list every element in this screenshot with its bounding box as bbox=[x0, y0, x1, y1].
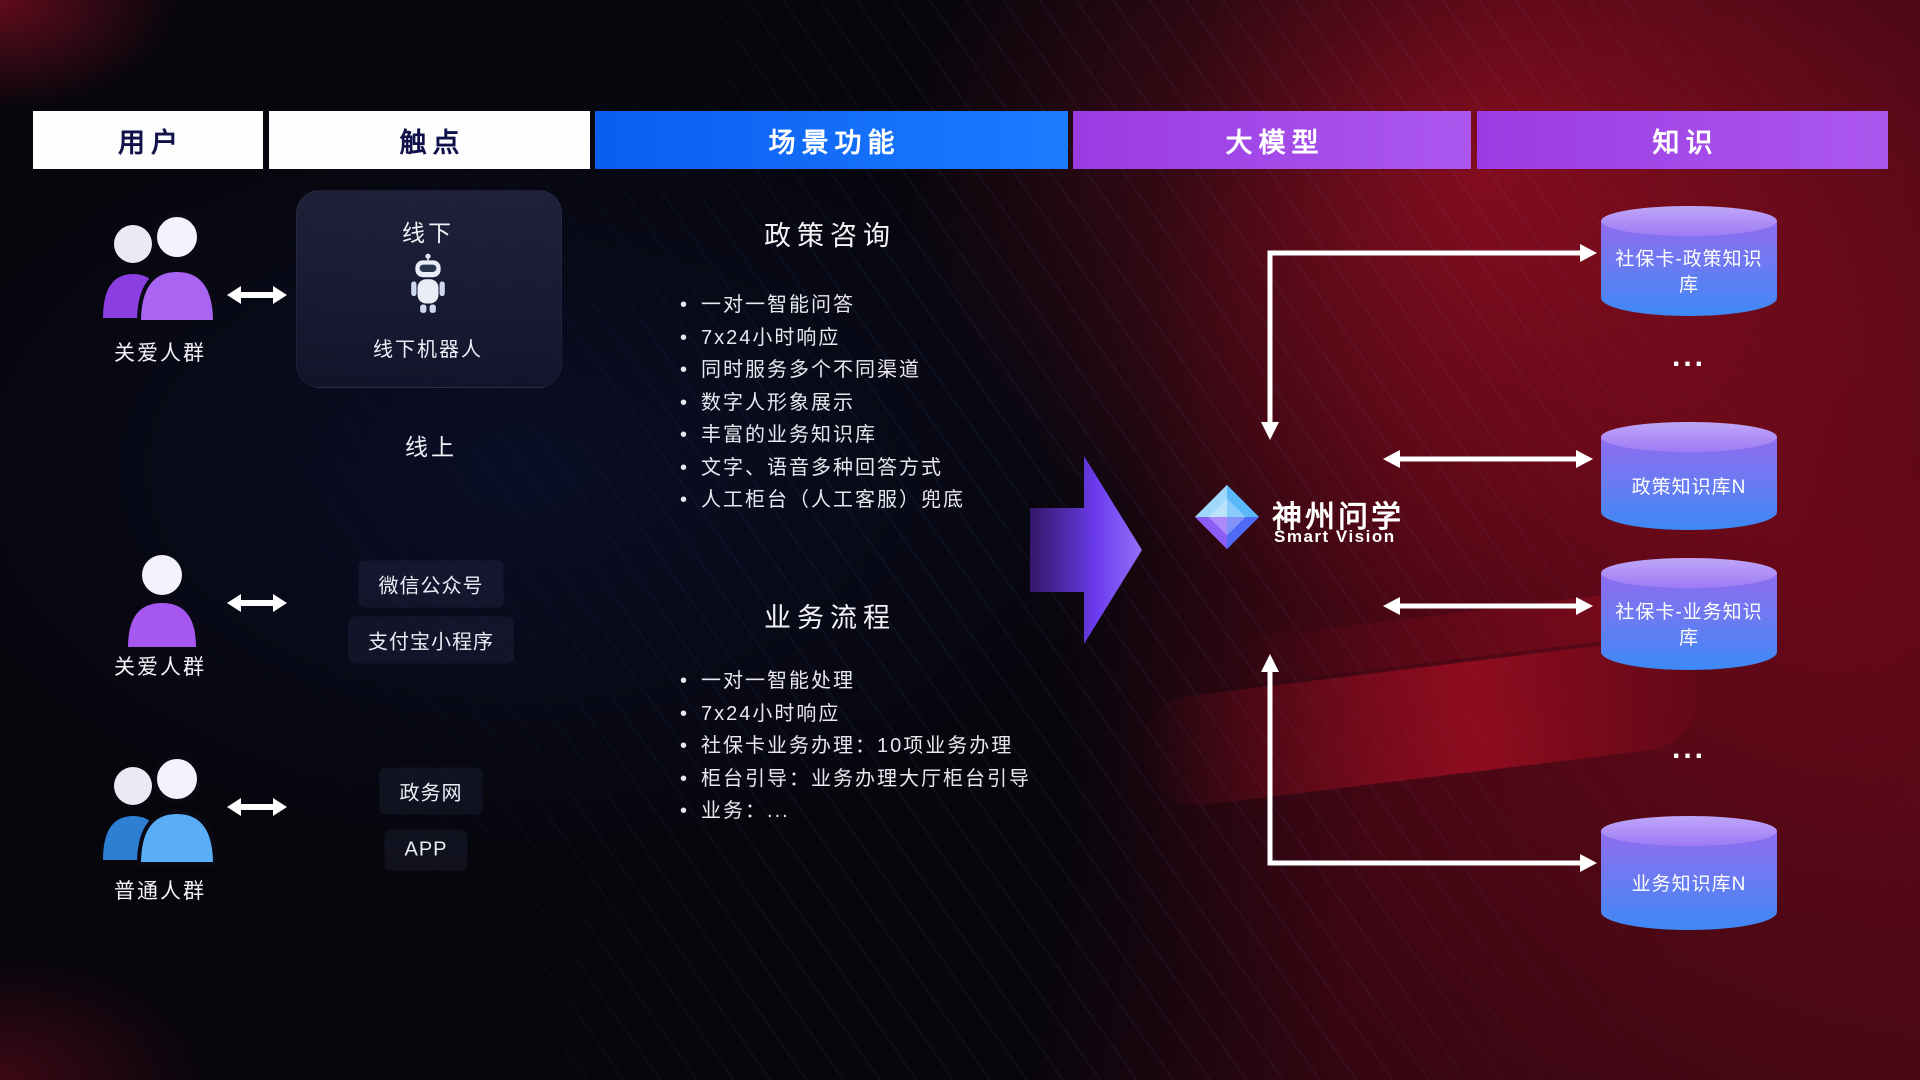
cylinder-body: 政策知识库N bbox=[1601, 437, 1777, 530]
list-item: 人工柜台（人工客服）兜底 bbox=[680, 484, 965, 517]
channel-app: APP bbox=[384, 829, 468, 871]
cylinder-body: 业务知识库N bbox=[1601, 831, 1777, 930]
big-flow-arrow bbox=[1030, 430, 1145, 675]
header-scenario-label: 场景功能 bbox=[768, 127, 901, 158]
user-single-purple-icon bbox=[122, 551, 202, 656]
knowledge-db-cylinder: 社保卡-政策知识库 bbox=[1601, 206, 1777, 316]
list-item: 7x24小时响应 bbox=[680, 322, 965, 355]
double-arrow-icon bbox=[227, 282, 287, 313]
list-item: 业务：... bbox=[680, 795, 1031, 828]
header-touchpoints-label: 触点 bbox=[399, 127, 466, 158]
list-item: 7x24小时响应 bbox=[680, 698, 1031, 731]
knowledge-db-cylinder: 政策知识库N bbox=[1601, 422, 1777, 530]
header-knowledge: 知识 bbox=[1477, 111, 1888, 169]
user-group-purple-icon bbox=[95, 210, 225, 333]
ellipsis-more-dbs: ... bbox=[1671, 340, 1706, 373]
channel-wechat: 微信公众号 bbox=[358, 560, 504, 608]
user-group3-label: 普通人群 bbox=[114, 880, 206, 903]
offline-robot-label: 线下机器人 bbox=[373, 339, 483, 361]
cylinder-top bbox=[1601, 422, 1777, 452]
channel-gov: 政务网 bbox=[379, 767, 483, 815]
robot-icon bbox=[407, 252, 449, 320]
header-touchpoints: 触点 bbox=[269, 111, 590, 169]
policy-section-title: 政策咨询 bbox=[764, 221, 896, 251]
user-group1-label: 关爱人群 bbox=[114, 342, 206, 365]
user-group-blue-icon bbox=[95, 752, 225, 875]
knowledge-db-cylinder: 业务知识库N bbox=[1601, 816, 1777, 930]
header-users-label: 用户 bbox=[118, 127, 184, 158]
model-subtitle: Smart Vision bbox=[1274, 527, 1396, 546]
list-item: 文字、语音多种回答方式 bbox=[680, 452, 965, 485]
channel-alipay: 支付宝小程序 bbox=[348, 616, 514, 664]
cylinder-body: 社保卡-业务知识库 bbox=[1601, 573, 1777, 670]
knowledge-db3-label: 社保卡-业务知识库 bbox=[1615, 601, 1763, 649]
list-item: 一对一智能问答 bbox=[680, 289, 965, 322]
list-item: 同时服务多个不同渠道 bbox=[680, 354, 965, 387]
list-item: 丰富的业务知识库 bbox=[680, 419, 965, 452]
knowledge-db1-label: 社保卡-政策知识库 bbox=[1615, 248, 1763, 296]
cylinder-top bbox=[1601, 558, 1777, 588]
double-arrow-icon bbox=[227, 794, 287, 825]
header-users: 用户 bbox=[33, 111, 263, 169]
cylinder-top bbox=[1601, 816, 1777, 846]
offline-title: 线下 bbox=[402, 220, 454, 246]
list-item: 柜台引导：业务办理大厅柜台引导 bbox=[680, 763, 1031, 796]
cylinder-top bbox=[1601, 206, 1777, 236]
user-group2-label: 关爱人群 bbox=[114, 656, 206, 679]
header-knowledge-label: 知识 bbox=[1652, 127, 1719, 158]
list-item: 一对一智能处理 bbox=[680, 665, 1031, 698]
header-model: 大模型 bbox=[1073, 111, 1471, 169]
header-scenario: 场景功能 bbox=[595, 111, 1068, 169]
model-name: 神州问学 bbox=[1272, 501, 1404, 534]
cylinder-body: 社保卡-政策知识库 bbox=[1601, 221, 1777, 316]
business-bullet-list: 一对一智能处理 7x24小时响应 社保卡业务办理：10项业务办理 柜台引导：业务… bbox=[680, 665, 1031, 828]
business-section-title: 业务流程 bbox=[764, 603, 896, 633]
list-item: 社保卡业务办理：10项业务办理 bbox=[680, 730, 1031, 763]
knowledge-db4-label: 业务知识库N bbox=[1631, 873, 1747, 895]
smart-vision-logo-icon bbox=[1192, 482, 1262, 557]
online-title: 线上 bbox=[405, 434, 457, 460]
knowledge-db2-label: 政策知识库N bbox=[1631, 476, 1747, 498]
knowledge-db-cylinder: 社保卡-业务知识库 bbox=[1601, 558, 1777, 670]
policy-bullet-list: 一对一智能问答 7x24小时响应 同时服务多个不同渠道 数字人形象展示 丰富的业… bbox=[680, 289, 965, 517]
list-item: 数字人形象展示 bbox=[680, 387, 965, 420]
ellipsis-more-dbs: ... bbox=[1671, 732, 1706, 765]
double-arrow-icon bbox=[227, 590, 287, 621]
header-model-label: 大模型 bbox=[1225, 127, 1325, 158]
